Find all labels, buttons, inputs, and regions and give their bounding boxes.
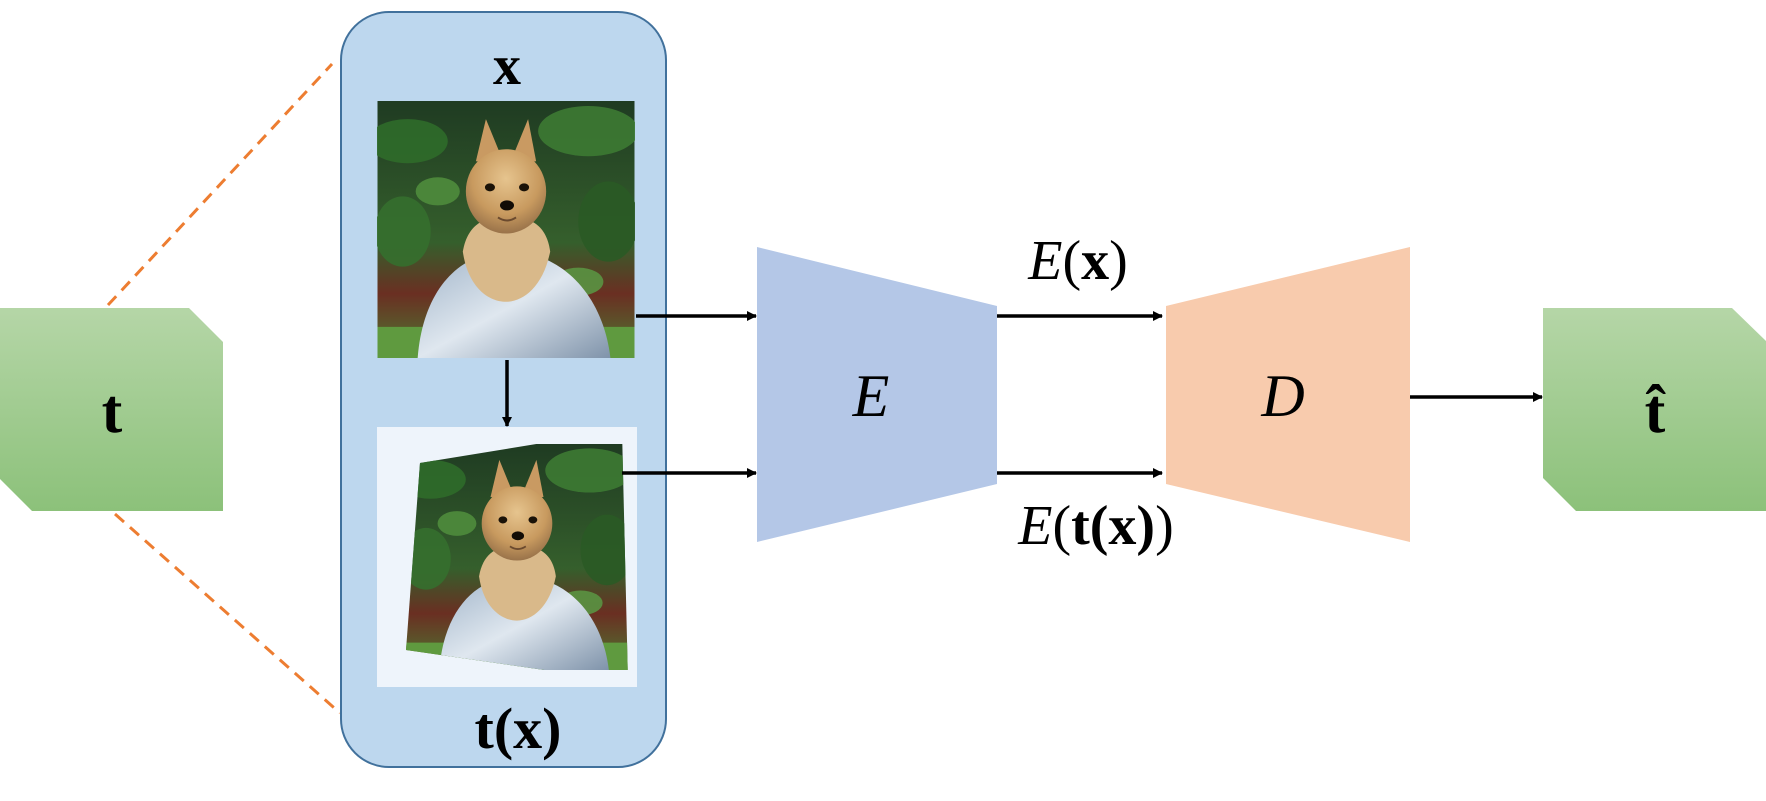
zoom-line-bottom [114, 512, 341, 715]
yorkshire-terrier-photo [377, 101, 635, 358]
embedding-tx-label: E(t(x)) [1017, 495, 1173, 557]
decoder-block: D [1166, 247, 1410, 542]
decoder-label: D [1260, 363, 1304, 429]
transformed-label: t(x) [475, 696, 562, 761]
warped-yorkshire-terrier-photo [377, 427, 637, 687]
input-panel: x t(x) [340, 11, 667, 768]
encoder-block: E [757, 247, 997, 542]
transform-box: t [0, 308, 223, 511]
input-label: x [493, 35, 521, 97]
output-box: t̂ [1543, 308, 1766, 511]
encoder-label: E [852, 363, 890, 429]
embedding-x-label: E(x) [1027, 230, 1128, 292]
transform-label: t [102, 378, 123, 446]
zoom-line-top [106, 62, 334, 307]
output-label: t̂ [1645, 378, 1666, 446]
